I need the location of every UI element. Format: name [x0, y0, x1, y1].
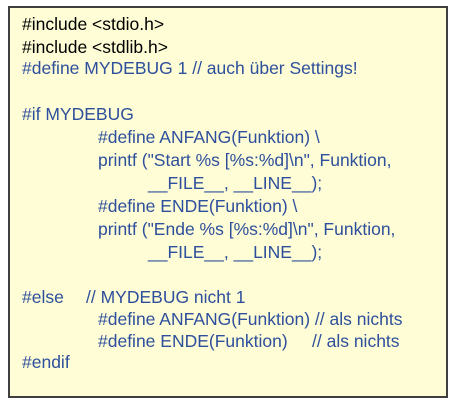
code-line-define-mydebug: #define MYDEBUG 1 // auch über Settings!: [22, 58, 358, 78]
code-line-include-stdlib: #include <stdlib.h>: [22, 37, 168, 57]
code-line-printf-start: printf ("Start %s [%s:%d]\n", Funktion,: [98, 150, 392, 170]
code-line-define-anfang-empty: #define ANFANG(Funktion) // als nichts: [98, 309, 403, 329]
code-line-define-anfang: #define ANFANG(Funktion) \: [98, 127, 320, 147]
code-panel: #include <stdio.h> #include <stdlib.h> #…: [8, 6, 448, 398]
code-line-include-stdio: #include <stdio.h>: [22, 14, 165, 34]
code-line-if-mydebug: #if MYDEBUG: [22, 104, 134, 124]
code-line-printf-ende: printf ("Ende %s [%s:%d]\n", Funktion,: [98, 219, 396, 239]
code-line-define-ende-empty: #define ENDE(Funktion): [98, 331, 288, 351]
code-line-file-line-1: __FILE__, __LINE__);: [148, 173, 323, 193]
code-line-else: #else: [22, 287, 64, 307]
code-line-else-comment: // MYDEBUG nicht 1: [86, 287, 246, 307]
code-line-file-line-2: __FILE__, __LINE__);: [148, 242, 323, 262]
code-line-ende-comment: // als nichts: [312, 331, 400, 351]
code-line-endif: #endif: [22, 352, 70, 372]
code-line-define-ende: #define ENDE(Funktion) \: [98, 196, 298, 216]
